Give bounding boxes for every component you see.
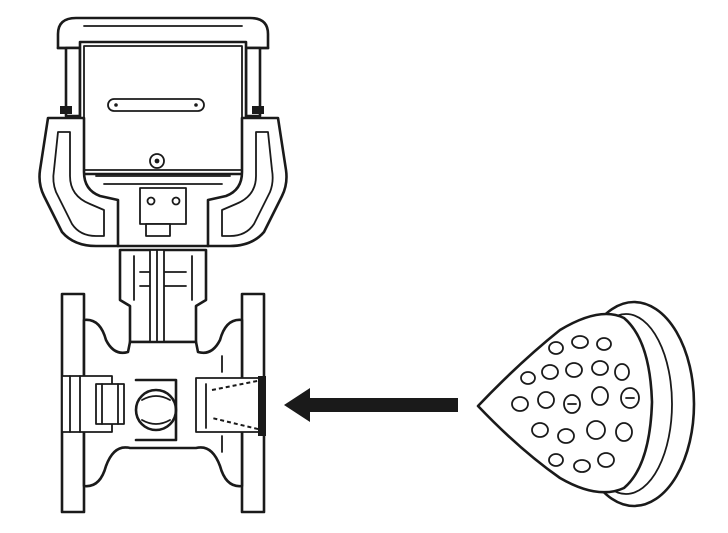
arrow-left-icon [284,388,458,422]
valve-actuator-icon [38,16,288,248]
flanged-valve-body-icon [60,248,266,514]
perforated-cone-strainer-icon [476,300,696,508]
